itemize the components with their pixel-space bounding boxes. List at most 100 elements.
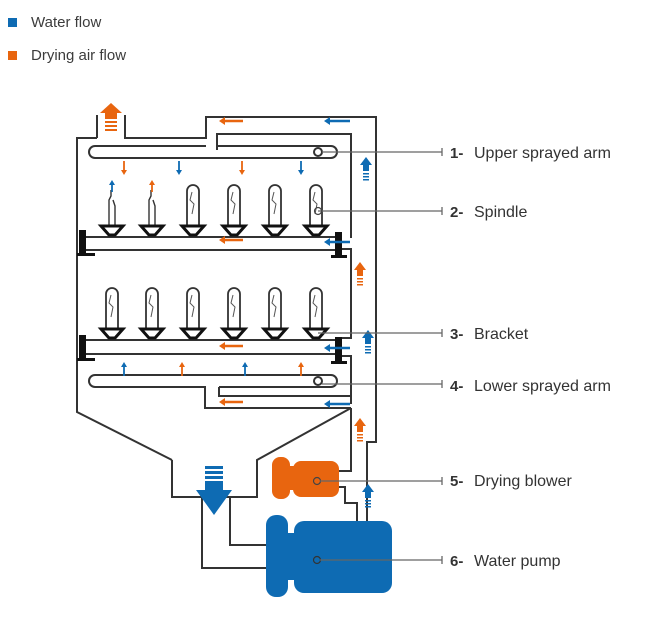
big-arrow-up-icon [360,157,372,181]
upper-arm-nozzle [313,147,323,157]
arrow-down-icon [176,161,182,175]
flow-arrows [100,103,374,515]
lower-side-duct [342,355,352,404]
water-flow-swatch-icon [8,18,17,27]
arrow-up-icon [121,362,127,376]
pump-inlet-pipe-a [229,497,268,546]
spindle-callout-point [313,206,323,216]
legend: Water flow Drying air flow [8,6,126,72]
blower-duct-top [337,408,352,472]
drying-blower [272,457,339,499]
arrow-down-icon [298,161,304,175]
arrow-down-icon [239,161,245,175]
spindle-tube [309,184,323,226]
arrow-left-icon [324,238,350,246]
spindle-base [178,224,208,237]
spindle-base [260,327,290,340]
bracket-upper-right [335,232,342,256]
upper-duct [216,133,352,238]
callout-number-2: 2- [450,204,463,221]
arrow-left-icon [324,344,350,352]
hopper [171,407,352,498]
exhaust-arrow-up-icon [100,103,122,131]
callout-label-lower-sprayed-arm: Lower sprayed arm [474,378,611,395]
spindle-base [97,224,127,237]
spindle-inner-line [189,294,195,318]
middle-side-duct [342,248,352,339]
spindle-inner-line [271,294,277,318]
spindle-base [301,327,331,340]
spindle-inner-line [148,294,154,318]
arrow-up-icon [242,362,248,376]
legend-item-drying-air-flow: Drying air flow [8,39,126,72]
spindle-inner-line [271,191,277,215]
lower-arm-nozzle [313,376,323,386]
lower-sprayed-arm [88,374,351,409]
callout-number-5: 5- [450,473,463,490]
spindle-tube [309,287,323,329]
spindle [97,287,127,340]
blower-end-cap [272,457,290,499]
callout-label-spindle: Spindle [474,204,527,221]
spindle-tube [227,184,241,226]
jet-arrow-icon [149,180,155,185]
spindle [301,184,331,237]
spindle [97,180,127,237]
arrow-up-icon [179,362,185,376]
big-arrow-up-icon [354,418,366,442]
machine-outline [76,115,377,569]
spindle [260,184,290,237]
callout-number-3: 3- [450,326,463,343]
bracket-foot [77,358,95,361]
spindle-base [178,327,208,340]
spindle-base [219,327,249,340]
big-arrow-up-icon [354,262,366,286]
spindle [137,180,167,237]
spindle-tube [268,287,282,329]
spindle [137,287,167,340]
cabinet-left-wall [76,137,173,461]
callout-number-1: 1- [450,145,463,162]
spindle-open-tube [148,190,156,226]
arrow-left-icon [219,398,243,406]
spindle-tube [186,287,200,329]
spindle [301,287,331,340]
spindles [97,180,331,340]
blower-body [293,461,339,497]
spindle-inner-line [312,191,318,215]
big-arrow-up-icon [362,330,374,354]
pump-body [294,521,392,593]
blower-neck [287,466,295,490]
callout-label-upper-sprayed-arm: Upper sprayed arm [474,145,611,162]
jet-arrow-icon [109,180,115,185]
arrow-up-icon [298,362,304,376]
arrow-left-icon [219,236,243,244]
bracket-upper-left [79,230,86,256]
spindle [178,184,208,237]
spindle-base [301,224,331,237]
leader-lines [318,148,443,564]
drain-arrow-down-icon [196,466,232,515]
spindle [260,287,290,340]
arrow-left-icon [219,342,243,350]
bracket-lower-left [79,335,86,361]
bracket-foot [331,255,347,258]
arrow-down-icon [121,161,127,175]
upper-sprayed-arm [88,145,338,159]
spindle [219,184,249,237]
arrow-left-icon [219,117,243,125]
cabinet-outer-wall [96,115,377,510]
spindle-inner-line [312,294,318,318]
spindle [219,287,249,340]
callout-label-bracket: Bracket [474,326,529,343]
pump-inlet-pipe-b [201,497,268,569]
spindle-base [137,327,167,340]
spindle-open-tube [108,190,116,226]
lower-arm-tip [205,374,338,388]
spindle-base [97,327,127,340]
arrow-left-icon [324,400,350,408]
bracket-foot [77,253,95,256]
pump-neck [286,533,296,580]
callout-label-water-pump: Water pump [474,553,561,570]
